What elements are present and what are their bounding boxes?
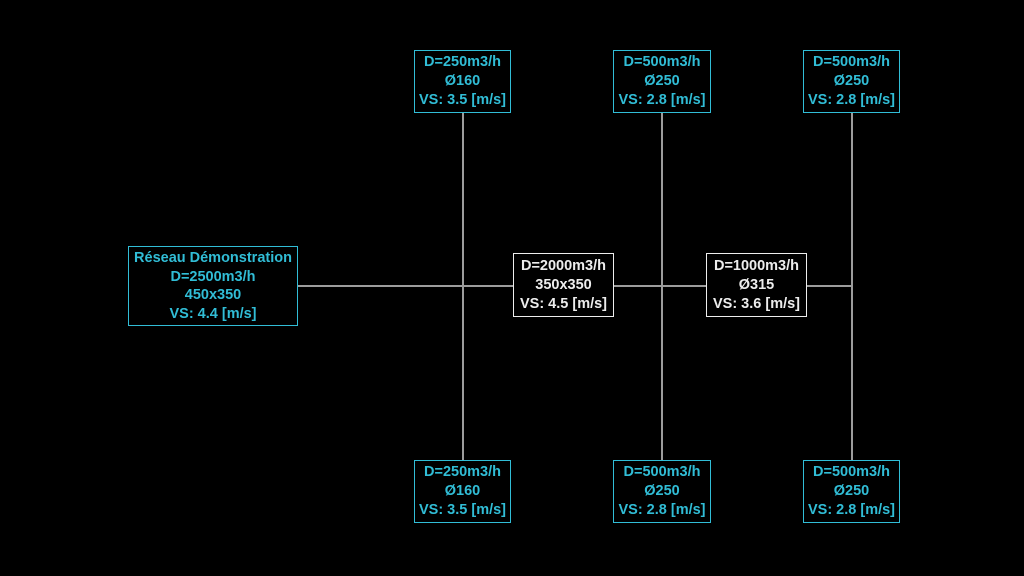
node-flow-value: D=500m3/h [813, 464, 890, 480]
node-velocity-value: VS: 2.8 [m/s] [807, 92, 896, 108]
node-diameter-value: Ø160 [444, 483, 481, 499]
node-branch-top-3[interactable]: D=500m3/h Ø250 VS: 2.8 [m/s] [803, 50, 900, 113]
connector-riser-left [462, 113, 464, 460]
node-velocity-value: VS: 4.4 [m/s] [169, 305, 257, 322]
node-flow-value: D=250m3/h [424, 464, 501, 480]
connector-riser-middle [661, 113, 663, 460]
node-velocity-value: VS: 3.5 [m/s] [418, 92, 507, 108]
node-branch-top-2[interactable]: D=500m3/h Ø250 VS: 2.8 [m/s] [613, 50, 711, 113]
node-velocity-value: VS: 2.8 [m/s] [618, 92, 706, 108]
node-velocity-value: VS: 4.5 [m/s] [519, 295, 608, 312]
node-branch-bottom-3[interactable]: D=500m3/h Ø250 VS: 2.8 [m/s] [803, 460, 900, 523]
node-trunk-1[interactable]: D=2000m3/h 350x350 VS: 4.5 [m/s] [513, 253, 614, 317]
node-flow-value: D=500m3/h [623, 464, 701, 480]
node-velocity-value: VS: 2.8 [m/s] [807, 502, 896, 518]
node-root-network[interactable]: Réseau Démonstration D=2500m3/h 450x350 … [128, 246, 298, 326]
network-title: Réseau Démonstration [134, 250, 292, 266]
node-flow-value: D=1000m3/h [713, 257, 800, 274]
node-branch-top-1[interactable]: D=250m3/h Ø160 VS: 3.5 [m/s] [414, 50, 511, 113]
node-velocity-value: VS: 3.6 [m/s] [712, 295, 801, 312]
node-diameter-value: Ø250 [833, 483, 870, 499]
node-flow-value: D=500m3/h [813, 54, 890, 70]
node-diameter-value: Ø250 [644, 73, 680, 89]
node-flow-value: D=2000m3/h [520, 257, 607, 274]
node-size-value: 450x350 [184, 287, 242, 303]
connector-riser-right [851, 113, 853, 460]
node-size-value: 350x350 [535, 276, 592, 293]
node-velocity-value: VS: 3.5 [m/s] [418, 502, 507, 518]
node-velocity-value: VS: 2.8 [m/s] [618, 502, 706, 518]
node-flow-value: D=250m3/h [424, 54, 501, 70]
node-branch-bottom-2[interactable]: D=500m3/h Ø250 VS: 2.8 [m/s] [613, 460, 711, 523]
node-trunk-2[interactable]: D=1000m3/h Ø315 VS: 3.6 [m/s] [706, 253, 807, 317]
node-flow-value: D=500m3/h [623, 54, 701, 70]
node-flow-value: D=2500m3/h [170, 268, 256, 285]
node-diameter-value: Ø250 [644, 483, 680, 499]
node-diameter-value: Ø250 [833, 73, 870, 89]
node-diameter-value: Ø315 [738, 276, 775, 293]
node-branch-bottom-1[interactable]: D=250m3/h Ø160 VS: 3.5 [m/s] [414, 460, 511, 523]
node-diameter-value: Ø160 [444, 73, 481, 89]
